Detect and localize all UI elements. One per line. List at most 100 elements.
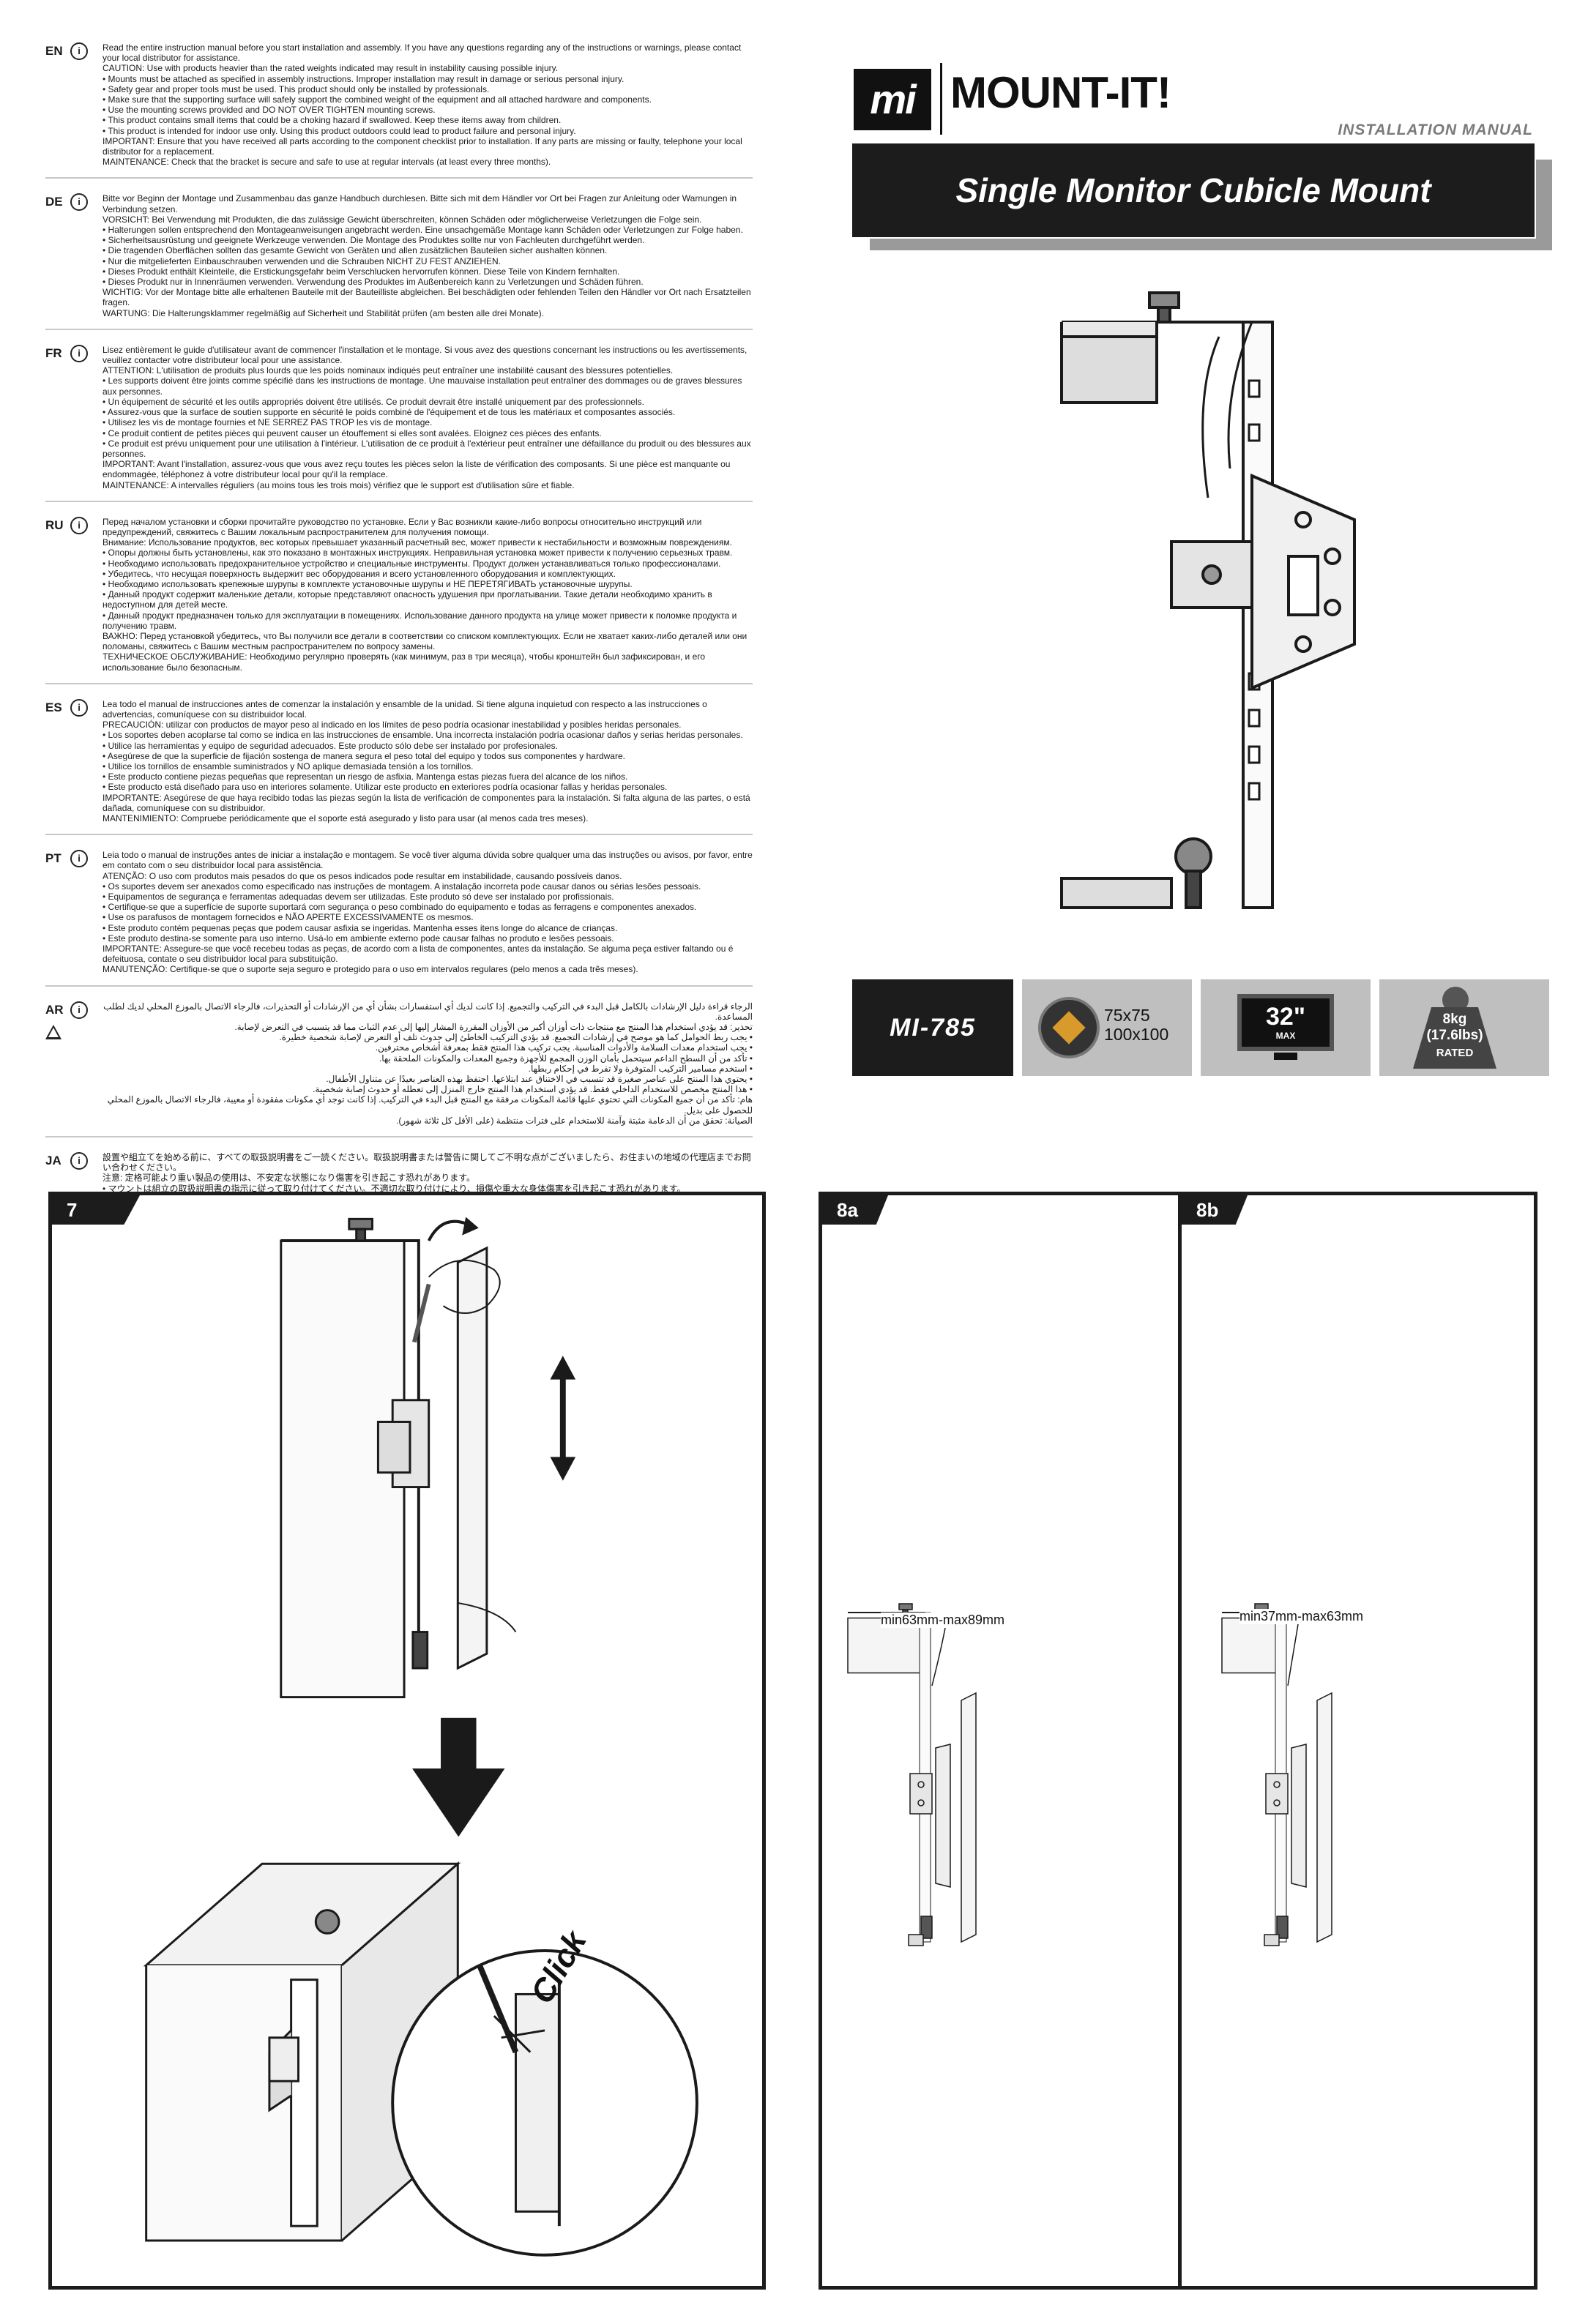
screen-max-label: MAX xyxy=(1275,1031,1296,1041)
warning-text: • Make sure that the supporting surface … xyxy=(102,94,652,105)
warning-text: • Ce produit est prévu uniquement pour u… xyxy=(102,438,751,459)
read-manual-icon: i xyxy=(70,850,88,868)
warning-text: IMPORTANT: Ensure that you have received… xyxy=(102,135,742,157)
warning-text: • هذا المنتج مخصص للاستخدام الداخلي فقط.… xyxy=(313,1084,753,1095)
warning-text: • Опоры должны быть установлены, как это… xyxy=(102,548,733,558)
installation-manual-label: INSTALLATION MANUAL xyxy=(1338,122,1533,138)
warning-text: Read the entire instruction manual befor… xyxy=(102,42,742,64)
warning-text: • Необходимо использовать крепежные шуру… xyxy=(102,578,633,589)
warning-text: Внимание: Использование продуктов, вес к… xyxy=(102,537,732,548)
warning-text: • تأكد من أن السطح الداعم سيتحمل بأمان ا… xyxy=(379,1053,753,1064)
warning-text: WARTUNG: Die Halterungsklammer regelmäßi… xyxy=(102,307,544,318)
read-manual-icon: i xyxy=(70,1152,88,1170)
warning-text: IMPORTANTE: Asegúrese de que haya recibi… xyxy=(102,792,750,813)
vesa-sizes: 75x75 100x100 xyxy=(1104,1006,1168,1044)
logo-name: MOUNT-IT! xyxy=(950,68,1171,117)
warning-text: • Данный продукт предназначен только для… xyxy=(102,610,737,631)
warning-text: ТЕХНИЧЕСКОЕ ОБСЛУЖИВАНИЕ: Необходимо рег… xyxy=(102,651,706,673)
warning-text: Lea todo el manual de instrucciones ante… xyxy=(102,698,707,720)
warning-text: • Este producto contiene piezas pequeñas… xyxy=(102,771,628,782)
warning-text: • Este produto destina-se somente para u… xyxy=(102,933,614,944)
warning-text: • Utilice los tornillos de ensamble sumi… xyxy=(102,761,474,771)
model-number: MI-785 xyxy=(852,979,1013,1076)
language-code: PT xyxy=(45,851,61,866)
warning-text: PRECAUCIÓN: utilizar con productos de ma… xyxy=(102,720,682,731)
warning-text: • Un équipement de sécurité et les outil… xyxy=(102,396,644,407)
weight-icon: 8kg (17.6lbs) RATED xyxy=(1413,987,1496,1069)
warning-text: • يجب ربط الحوامل كما هو موضح في إرشادات… xyxy=(279,1032,753,1043)
warning-text: • Nur die mitgelieferten Einbauschrauben… xyxy=(102,255,502,266)
warning-triangle-icon xyxy=(45,1024,61,1039)
spec-screen-size: 32" MAX xyxy=(1201,979,1371,1076)
warning-text: تحذير: قد يؤدي استخدام هذا المنتج مع منت… xyxy=(234,1022,753,1033)
language-code: RU xyxy=(45,518,64,532)
warning-block-ru: RU i Перед началом установки и сборки проч… xyxy=(45,516,753,684)
warning-text: Перед началом установки и сборки прочита… xyxy=(102,516,702,537)
warning-text: • Utilisez les vis de montage fournies e… xyxy=(102,417,433,428)
monitor-stand-icon xyxy=(1274,1053,1297,1060)
warning-text: ВАЖНО: Перед установкой убедитесь, что В… xyxy=(102,630,748,652)
product-title: Single Monitor Cubicle Mount xyxy=(852,143,1535,237)
brand-header: mi MOUNT-IT! xyxy=(854,59,1535,146)
warning-text: ATTENTION: L'utilisation de produits plu… xyxy=(102,365,674,376)
spec-bar: MI-785 75x75 100x100 32" MAX 8kg (17.6lb… xyxy=(852,979,1549,1076)
warning-text: • Assurez-vous que la surface de soutien… xyxy=(102,407,676,418)
vesa-size-2: 100x100 xyxy=(1104,1025,1169,1044)
warning-text: MANTENIMIENTO: Compruebe periódicamente … xyxy=(102,813,589,823)
read-manual-icon: i xyxy=(70,1001,88,1019)
warning-text: • This product is intended for indoor us… xyxy=(102,125,576,136)
language-code: AR xyxy=(45,1002,64,1017)
screen-size-value: 32" xyxy=(1266,1003,1305,1031)
warning-text: • Este producto está diseñado para uso e… xyxy=(102,782,668,793)
step-8b-illustration xyxy=(1221,1603,1332,1946)
vesa-icon xyxy=(1038,997,1100,1058)
warning-text: • Use os parafusos de montagem fornecido… xyxy=(102,912,474,923)
warning-text: • Certifique-se que a superfície de supo… xyxy=(102,902,697,913)
warning-text: • Equipamentos de segurança e ferramenta… xyxy=(102,892,614,903)
spec-vesa: 75x75 100x100 xyxy=(1022,979,1192,1076)
step-8a-illustration xyxy=(847,1603,977,1946)
warning-text: • Este produto contém pequenas peças que… xyxy=(102,922,618,933)
warning-text: MANUTENÇÃO: Certifique-se que o suporte … xyxy=(102,964,638,975)
language-code: EN xyxy=(45,44,63,58)
warning-text: • Los soportes deben acoplarse tal como … xyxy=(102,730,743,741)
spec-weight: 8kg (17.6lbs) RATED xyxy=(1379,979,1549,1076)
step-8a-dimension: min63mm-max89mm xyxy=(881,1613,1005,1628)
step-8b-dimension: min37mm-max63mm xyxy=(1239,1609,1364,1624)
warning-text: • يحتوي هذا المنتج على عناصر صغيرة قد تت… xyxy=(326,1074,753,1085)
warning-text: • Убедитесь, что несущая поверхность выд… xyxy=(102,568,616,579)
warning-text: CAUTION: Use with products heavier than … xyxy=(102,63,559,74)
warning-text: • يجب استخدام معدات السلامة والأدوات الم… xyxy=(375,1042,753,1053)
warnings-column: EN i Read the entire instruction manual be… xyxy=(45,42,753,1302)
warning-text: • Les supports doivent être joints comme… xyxy=(102,375,742,397)
language-code: FR xyxy=(45,345,62,360)
step-8a-tag: 8a xyxy=(822,1195,888,1225)
weight-lbs: (17.6lbs) xyxy=(1426,1028,1483,1043)
read-manual-icon: i xyxy=(70,344,88,362)
language-code: JA xyxy=(45,1154,61,1168)
title-shadow xyxy=(1536,160,1552,250)
warning-text: Bitte vor Beginn der Montage und Zusamme… xyxy=(102,193,737,214)
step-7-illustration xyxy=(143,1217,698,2257)
vesa-size-1: 75x75 xyxy=(1104,1006,1150,1025)
weight-body: 8kg (17.6lbs) RATED xyxy=(1413,1007,1496,1069)
warning-text: • Необходимо использовать предохранитель… xyxy=(102,558,721,569)
warning-text: • Dieses Produkt nur in Innenräumen verw… xyxy=(102,277,644,288)
warning-text: هام: تأكد من أن جميع المكونات التي تحتوي… xyxy=(107,1094,753,1116)
warning-text: • マウントは組立の取扱説明書の指示に従って取り付けてください。不適切な取り付け… xyxy=(102,1183,686,1194)
warning-text: MAINTENANCE: A intervalles réguliers (au… xyxy=(102,479,575,490)
warning-text: • This product contains small items that… xyxy=(102,115,562,126)
warning-text: • Die tragenden Oberflächen sollten das … xyxy=(102,245,608,256)
read-manual-icon: i xyxy=(70,516,88,534)
warning-text: • Utilice las herramientas y equipo de s… xyxy=(102,740,558,751)
warning-text: • Asegúrese de que la superficie de fija… xyxy=(102,750,625,761)
warning-text: • Halterungen sollen entsprechend den Mo… xyxy=(102,225,743,236)
warning-text: • Dieses Produkt enthält Kleinteile, die… xyxy=(102,266,620,277)
warning-text: • Mounts must be attached as specified i… xyxy=(102,73,625,84)
warning-text: • Os suportes devem ser anexados como es… xyxy=(102,881,701,892)
